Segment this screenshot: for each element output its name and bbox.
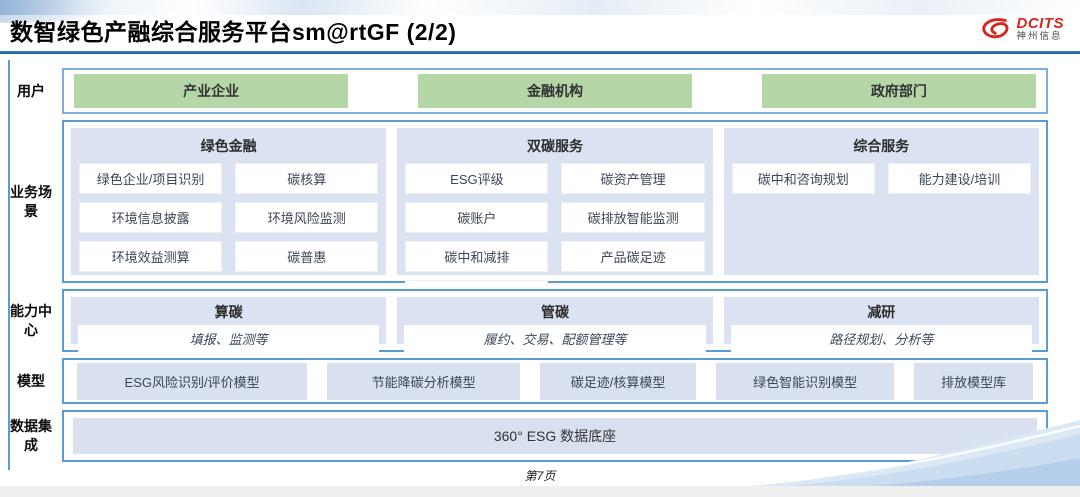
scenario-item: 环境信息披露 xyxy=(79,202,223,233)
header-divider xyxy=(0,51,1080,54)
dcits-swoosh-icon xyxy=(981,18,1008,39)
row-label-data: 数据集成 xyxy=(10,418,52,453)
capability-card-count: 算碳 填报、监测等 xyxy=(71,297,387,352)
logo-company: 神州信息 xyxy=(1016,30,1063,42)
row-label-capabilities: 能力中心 xyxy=(10,302,52,338)
panel-grid: 碳中和咨询规划 能力建设/培训 xyxy=(731,163,1031,194)
capability-title: 管碳 xyxy=(540,304,569,320)
row-capabilities: 能力中心 算碳 填报、监测等 管碳 履约、交易、配额管理等 减研 路径规划、分析… xyxy=(0,289,1080,352)
logo-brand: DCITS xyxy=(1016,15,1064,33)
panel-title: 综合服务 xyxy=(853,138,910,154)
model-box: ESG风险识别/评价模型 xyxy=(77,362,308,400)
users-container: 产业企业 金融机构 政府部门 xyxy=(62,68,1048,114)
models-container: ESG风险识别/评价模型 节能降碳分析模型 碳足迹/核算模型 绿色智能识别模型 … xyxy=(62,358,1048,404)
row-models: 模型 ESG风险识别/评价模型 节能降碳分析模型 碳足迹/核算模型 绿色智能识别… xyxy=(0,358,1080,404)
bottom-strip xyxy=(0,486,1080,497)
row-scenarios: 业务场景 绿色金融 绿色企业/项目识别 碳核算 环境信息披露 环境风险监测 环境… xyxy=(0,120,1080,311)
model-box: 排放模型库 xyxy=(914,362,1033,400)
panel-green-finance: 绿色金融 绿色企业/项目识别 碳核算 环境信息披露 环境风险监测 环境效益测算 … xyxy=(71,128,387,275)
scenario-item: 环境风险监测 xyxy=(235,202,379,233)
capabilities-container: 算碳 填报、监测等 管碳 履约、交易、配额管理等 减研 路径规划、分析等 xyxy=(62,289,1048,352)
row-users: 用户 产业企业 金融机构 政府部门 xyxy=(0,68,1080,114)
panel-dual-carbon: 双碳服务 ESG评级 碳资产管理 碳账户 碳排放智能监测 碳中和减排 产品碳足迹… xyxy=(397,128,713,311)
row-data-integration: 数据集成 360° ESG 数据底座 xyxy=(0,410,1080,462)
capability-title: 减研 xyxy=(867,304,896,320)
capability-card-manage: 管碳 履约、交易、配额管理等 xyxy=(397,297,713,352)
panel-title: 绿色金融 xyxy=(200,138,257,154)
row-label-models: 模型 xyxy=(17,372,45,389)
panel-grid: 绿色企业/项目识别 碳核算 环境信息披露 环境风险监测 环境效益测算 碳普惠 xyxy=(79,163,379,272)
scenario-item: 碳排放智能监测 xyxy=(561,202,705,233)
scenario-item: 碳账户 xyxy=(405,202,549,233)
user-box-industry: 产业企业 xyxy=(74,74,349,108)
capability-title: 算碳 xyxy=(214,304,243,320)
scenario-item: 碳资产管理 xyxy=(561,163,705,194)
model-box: 碳足迹/核算模型 xyxy=(540,362,697,400)
row-label-users: 用户 xyxy=(17,82,45,99)
dcits-logo: DCITS 神州信息 xyxy=(979,15,1065,43)
user-box-government: 政府部门 xyxy=(761,74,1036,108)
scenario-item: 绿色企业/项目识别 xyxy=(79,163,223,194)
scenario-item: 环境效益测算 xyxy=(79,241,223,272)
scenario-item: ESG评级 xyxy=(405,163,549,194)
scenario-item: 碳普惠 xyxy=(235,241,379,272)
page-title: 数智绿色产融综合服务平台sm@rtGF (2/2) xyxy=(10,19,457,45)
architecture-diagram: 用户 产业企业 金融机构 政府部门 业务场景 绿色金融 绿色企业/项目识别 碳核… xyxy=(0,62,1080,468)
capability-desc: 填报、监测等 xyxy=(78,325,380,352)
model-box: 绿色智能识别模型 xyxy=(716,362,895,400)
user-box-finance: 金融机构 xyxy=(417,74,693,108)
capability-desc: 履约、交易、配额管理等 xyxy=(404,325,706,352)
panel-title: 双碳服务 xyxy=(526,138,583,154)
logo-text: DCITS 神州信息 xyxy=(1017,16,1065,42)
left-accent-line xyxy=(8,60,10,470)
panel-comprehensive: 综合服务 碳中和咨询规划 能力建设/培训 xyxy=(723,128,1039,275)
capability-desc: 路径规划、分析等 xyxy=(730,325,1032,352)
row-label-scenarios: 业务场景 xyxy=(10,183,52,219)
scenarios-container: 绿色金融 绿色企业/项目识别 碳核算 环境信息披露 环境风险监测 环境效益测算 … xyxy=(62,120,1048,311)
scenario-item: 产品碳足迹 xyxy=(561,241,705,272)
scenario-item: 碳中和减排 xyxy=(405,241,549,272)
data-foundation-box: 360° ESG 数据底座 xyxy=(73,418,1037,454)
slide-header: 数智绿色产融综合服务平台sm@rtGF (2/2) DCITS 神州信息 xyxy=(10,13,1064,47)
scenario-item: 碳中和咨询规划 xyxy=(731,163,875,194)
data-container: 360° ESG 数据底座 xyxy=(62,410,1048,462)
scenario-item: 碳核算 xyxy=(235,163,379,194)
scenario-item: 能力建设/培训 xyxy=(887,163,1031,194)
page-number: 第7页 xyxy=(524,469,556,483)
top-decoration xyxy=(0,0,1080,15)
model-box: 节能降碳分析模型 xyxy=(327,362,521,400)
capability-card-reduce: 减研 路径规划、分析等 xyxy=(723,297,1039,352)
